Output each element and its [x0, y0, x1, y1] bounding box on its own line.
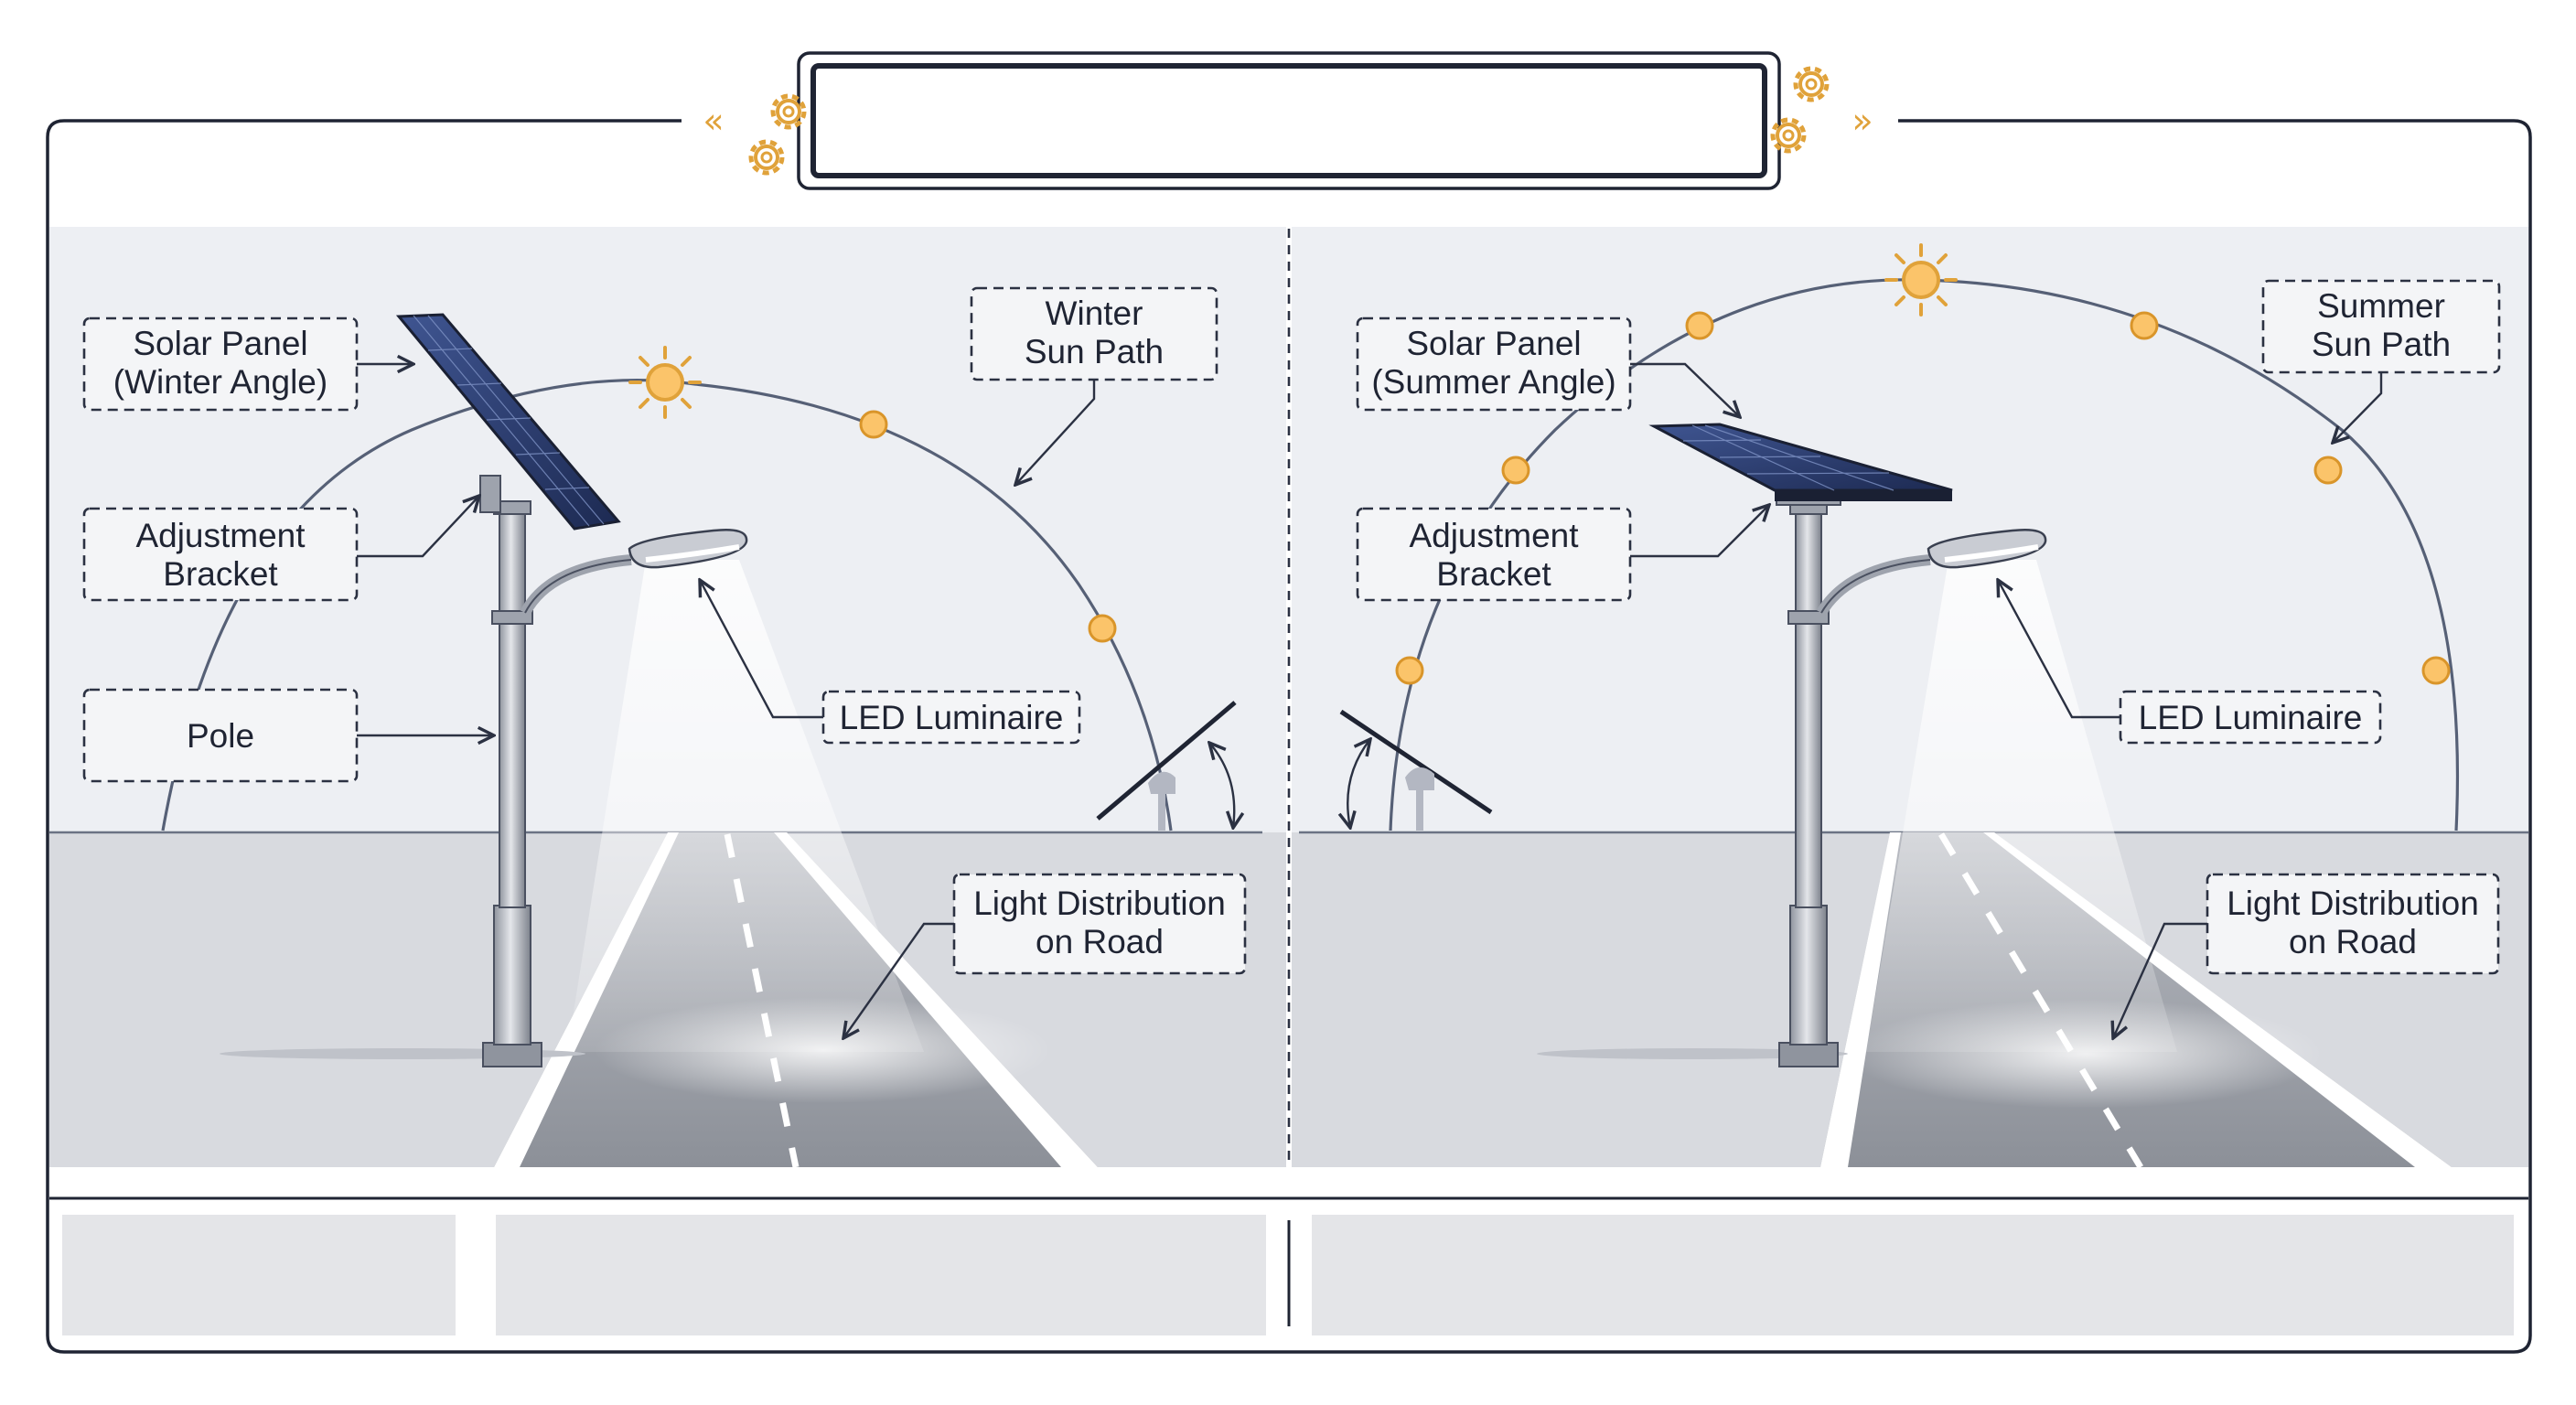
label-led-luminaire-winter: LED Luminaire	[700, 580, 1081, 745]
summer-pole	[1537, 500, 1931, 1067]
double-chevron-icon: «	[703, 101, 724, 141]
summer-light-beam	[1866, 560, 2177, 1052]
footer-panel	[496, 1215, 1266, 1335]
footer-panels	[62, 1215, 2514, 1335]
winter-pole	[220, 500, 632, 1067]
svg-text:Pole: Pole	[187, 717, 254, 755]
summer-solar-panel	[1648, 423, 1953, 506]
svg-text:LED Luminaire: LED Luminaire	[840, 699, 1064, 736]
sun-position-marker	[859, 410, 888, 439]
winter-solar-panel	[395, 313, 621, 531]
svg-text:Solar Panel(Winter Angle): Solar Panel(Winter Angle)	[113, 325, 327, 401]
svg-text:Solar Panel(Summer Angle): Solar Panel(Summer Angle)	[1371, 325, 1615, 401]
sun-icon	[1884, 243, 1958, 316]
outer-frame	[46, 119, 2532, 1354]
label-led-luminaire-summer: LED Luminaire	[1998, 580, 2382, 745]
winter-tilt-angle-diagram	[1096, 701, 1235, 831]
label-pole-winter: Pole	[82, 688, 494, 783]
gear-icon	[751, 96, 804, 173]
winter-led-luminaire	[628, 529, 748, 569]
label-solar-panel-winter: Solar Panel(Winter Angle)	[82, 316, 413, 412]
title-banner	[797, 51, 1781, 190]
sun-position-marker	[2130, 311, 2159, 340]
sun-icon	[628, 346, 702, 419]
winter-light-beam	[567, 560, 924, 1052]
sun-position-marker	[1685, 311, 1714, 340]
sun-position-marker	[1395, 656, 1424, 685]
footer-panel	[1312, 1215, 2514, 1335]
svg-text:LED Luminaire: LED Luminaire	[2139, 699, 2363, 736]
double-chevron-icon: »	[1852, 101, 1873, 141]
sun-position-marker	[1501, 456, 1530, 485]
gear-icon	[1773, 69, 1827, 151]
sun-position-marker	[1088, 614, 1117, 643]
label-solar-panel-summer: Solar Panel(Summer Angle)	[1356, 316, 1740, 417]
summer-tilt-angle-diagram	[1341, 709, 1493, 831]
summer-led-luminaire	[1927, 529, 2047, 569]
sun-position-marker	[2421, 656, 2451, 685]
footer-panel	[62, 1215, 456, 1335]
sun-position-marker	[2313, 456, 2343, 485]
